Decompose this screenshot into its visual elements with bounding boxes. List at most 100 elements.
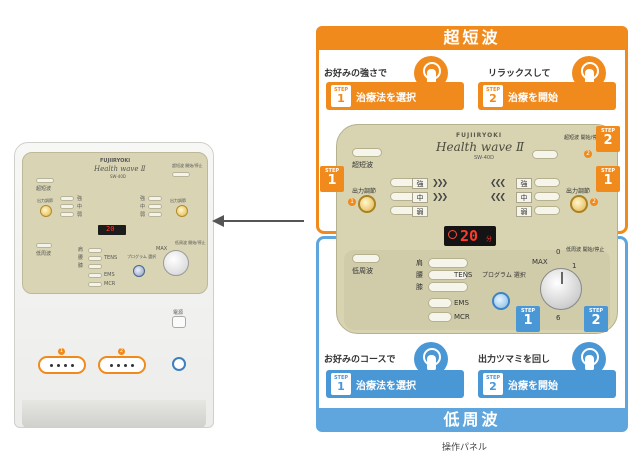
- tens-label: TENS: [454, 271, 473, 279]
- mid-right[interactable]: 中: [516, 192, 532, 203]
- start-number: 2: [584, 150, 592, 158]
- strong-right[interactable]: 強: [516, 178, 532, 189]
- output-dial[interactable]: [540, 268, 582, 310]
- badge-num: 1: [603, 173, 613, 188]
- device-mode-bar-2[interactable]: [88, 256, 102, 261]
- device-power-switch[interactable]: [172, 316, 186, 328]
- device-ems-label: EMS: [104, 272, 115, 278]
- intensity-bar-right-3: [534, 206, 560, 215]
- timer-digits: 20: [460, 227, 479, 245]
- device-weak-right: 弱: [140, 212, 146, 218]
- panel-brand: FUJIIRYOKI: [456, 132, 503, 139]
- mode-3-button[interactable]: [428, 282, 468, 292]
- badge-step: STEP: [324, 168, 340, 174]
- step-tag: STEP: [333, 87, 349, 93]
- output-right-label: 出力調節: [566, 188, 591, 195]
- device-mcr-bar[interactable]: [88, 282, 102, 287]
- bottom-left-step-text: 治療法を選択: [356, 381, 416, 392]
- intensity-bar-right-2: [534, 192, 560, 201]
- device-short-btn[interactable]: [36, 178, 54, 183]
- device-power-label: 電源: [173, 310, 184, 316]
- ems-button[interactable]: [428, 298, 452, 308]
- device-tens-label: TENS: [104, 255, 118, 261]
- strong-left[interactable]: 強: [412, 178, 428, 189]
- step-num: 1: [337, 380, 345, 393]
- step-tag: STEP: [485, 87, 501, 93]
- bottom-left-instruction: お好みのコースで: [324, 355, 396, 365]
- device-max-label: MAX: [156, 246, 168, 252]
- intensity-bar-right-1: [534, 178, 560, 187]
- zero-label: 0: [556, 248, 561, 256]
- mode-2-button[interactable]: [428, 270, 468, 280]
- device-mode-bar-3[interactable]: [88, 264, 102, 269]
- arrow-left-icon: [222, 220, 304, 222]
- panel-model-sub: SW-40D: [474, 155, 494, 161]
- device-mode-bar-1[interactable]: [88, 248, 102, 253]
- device-outlet-1-number: 1: [58, 348, 65, 355]
- mode-1-button[interactable]: [428, 258, 468, 268]
- device-bar-r3: [148, 212, 162, 217]
- low-freq-button[interactable]: [352, 254, 380, 263]
- device-strong-left: 強: [77, 196, 83, 202]
- program-select-button[interactable]: [492, 292, 510, 310]
- device-bar-l1: [60, 196, 74, 201]
- badge-step: STEP: [600, 128, 616, 134]
- device-jack[interactable]: [172, 357, 186, 371]
- short-start-stop-button[interactable]: [532, 150, 558, 159]
- device-output-left-button[interactable]: [40, 205, 52, 217]
- device-short-label: 超短波: [36, 186, 52, 192]
- weak-left[interactable]: 弱: [412, 206, 428, 217]
- device-outlet-1[interactable]: [38, 356, 86, 374]
- device-low-btn[interactable]: [36, 243, 52, 248]
- device-start-btn[interactable]: [172, 172, 190, 177]
- device-ems-bar[interactable]: [88, 273, 102, 278]
- device-mid-right: 中: [140, 204, 146, 210]
- device-brand: FUJIIRYOKI: [100, 158, 131, 164]
- device-output-dial[interactable]: [163, 250, 189, 276]
- device-mode-1: 肩: [78, 247, 84, 253]
- device-bar-l2: [60, 204, 74, 209]
- device-strong-right: 強: [140, 196, 146, 202]
- low-freq-header: 低周波: [316, 408, 628, 432]
- caption-text: 操作パネル: [442, 443, 488, 453]
- weak-right[interactable]: 弱: [516, 206, 532, 217]
- short-wave-label: 超短波: [352, 161, 373, 169]
- device-low-label: 低周波: [36, 251, 52, 257]
- arrow-head-icon: [212, 215, 224, 227]
- badge-step: STEP: [588, 308, 604, 314]
- output-left-button[interactable]: [358, 195, 376, 213]
- low-freq-label: 低周波: [352, 267, 373, 275]
- six-label: 6: [556, 314, 561, 322]
- mid-left[interactable]: 中: [412, 192, 428, 203]
- output-left-label: 出力調節: [352, 188, 377, 195]
- device-display-digits: 20: [106, 225, 115, 233]
- badge-num: 1: [327, 173, 337, 188]
- panel-model: Health wave Ⅱ: [436, 140, 525, 154]
- device-model: Health wave Ⅱ: [94, 165, 146, 173]
- chevrons-right-2-icon: ❮❮❮: [490, 192, 506, 201]
- top-right-instruction: リラックスして: [488, 69, 551, 79]
- short-wave-header: 超短波: [316, 26, 628, 50]
- output-right-button[interactable]: [570, 195, 588, 213]
- step-tag: STEP: [333, 375, 349, 381]
- badge-step: STEP: [600, 168, 616, 174]
- device-outlet-2[interactable]: [98, 356, 146, 374]
- mcr-button[interactable]: [428, 312, 452, 322]
- device-timer-display: 20: [98, 225, 126, 235]
- short-wave-button[interactable]: [352, 148, 382, 157]
- device-mode-3: 膝: [78, 263, 84, 269]
- device-output-right-button[interactable]: [176, 205, 188, 217]
- device-output-right-label: 出力調節: [170, 198, 186, 203]
- bottom-right-step-text: 治療を開始: [508, 381, 558, 392]
- device-weak-left: 弱: [77, 212, 83, 218]
- device-program-button[interactable]: [133, 265, 145, 277]
- output-right-number: 2: [590, 198, 598, 206]
- top-left-instruction: お好みの強さで: [324, 69, 388, 79]
- device-start-label: 超短波 開始/停止: [172, 163, 203, 168]
